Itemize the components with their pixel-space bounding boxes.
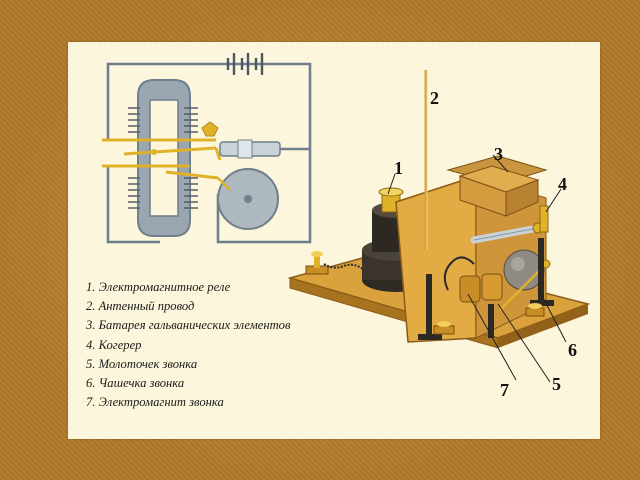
- relay-armature: [102, 138, 222, 180]
- legend-item: 5. Молоточек звонка: [86, 356, 198, 371]
- legend-item: 7. Электромагнит звонка: [86, 395, 224, 410]
- callout-5: 5: [552, 374, 561, 394]
- relay-coil: [128, 107, 198, 209]
- circuit-schematic: [102, 53, 312, 244]
- legend-item: 1. Электромагнитное реле: [86, 280, 231, 294]
- legend-list: 1. Электромагнитное реле 2. Антенный про…: [86, 278, 290, 412]
- bottom-terminals: [433, 303, 545, 335]
- relay-screw-icon: [201, 121, 219, 137]
- left-terminal: [305, 251, 393, 277]
- coherer-schematic: [219, 139, 310, 159]
- support-stands: [418, 238, 554, 340]
- receiver-apparatus: [287, 70, 591, 383]
- callout-7: 7: [500, 380, 509, 400]
- battery-symbol: [226, 53, 264, 75]
- slide-panel: 2 3 1 4 6 5 7 1. Электромагнитное реле 2…: [68, 42, 600, 439]
- bell-electromagnet: [443, 256, 503, 303]
- legend-item: 3. Батарея гальванических элементов: [86, 318, 291, 333]
- callout-4: 4: [558, 174, 567, 194]
- callout-2: 2: [430, 88, 439, 108]
- callout-3: 3: [494, 144, 503, 164]
- coherer-device: [470, 205, 549, 244]
- legend-item: 4. Когерер: [86, 337, 142, 352]
- receiver-illustration: [102, 53, 591, 383]
- bell-schematic: [217, 168, 279, 230]
- callout-6: 6: [568, 340, 577, 360]
- legend-item: 2. Антенный провод: [86, 299, 195, 314]
- callout-lines: [387, 154, 567, 383]
- callout-1: 1: [394, 158, 403, 178]
- bell-cup: [503, 249, 545, 291]
- legend-item: 6. Чашечка звонка: [86, 376, 185, 391]
- battery-box: [446, 155, 548, 217]
